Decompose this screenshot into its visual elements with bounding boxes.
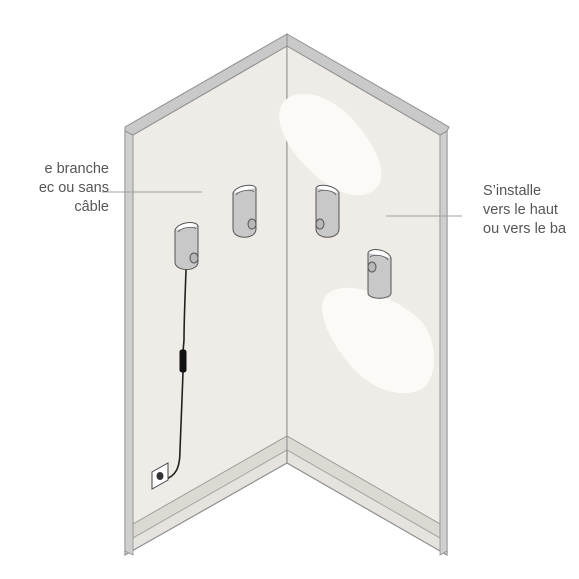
label-plug-in: e branche ec ou sans câble: [39, 160, 109, 217]
towel-holder-icon: [367, 249, 392, 299]
power-outlet-icon: [151, 462, 169, 490]
top-frame: [124, 33, 450, 463]
power-cable-icon: [163, 269, 187, 481]
label-install-direction: S’installe vers le haut ou vers le ba: [483, 182, 566, 239]
towel-holder-icon: [315, 184, 340, 238]
light-reflection: [279, 93, 382, 196]
towel-holder-icon: [232, 184, 257, 238]
label-line: câble: [74, 199, 109, 215]
cable-switch: [179, 349, 187, 373]
label-line: ou vers le ba: [483, 221, 567, 237]
towel-holder-icon: [174, 222, 199, 270]
label-line: e branche: [44, 161, 110, 177]
label-line: vers le haut: [483, 202, 558, 218]
light-reflection: [322, 287, 434, 394]
label-line: S’installe: [483, 183, 542, 199]
label-line: ec ou sans: [38, 180, 109, 196]
left-wall-panel: [124, 36, 288, 557]
